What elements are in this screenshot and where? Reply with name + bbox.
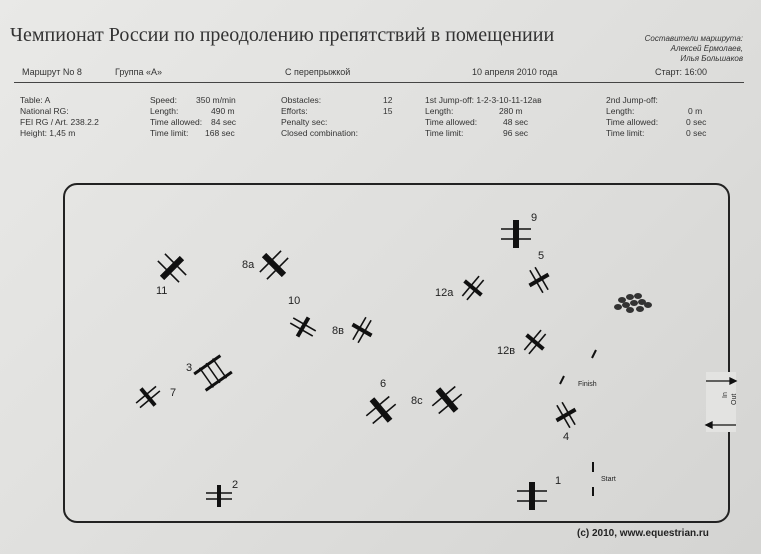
jump-off-1-tl-label: Time limit:	[425, 128, 464, 138]
label-6: 6	[380, 378, 387, 390]
spec-efforts-label: Efforts:	[281, 106, 308, 116]
jump-off-1-length-label: Length:	[425, 106, 454, 116]
label-2: 2	[232, 479, 239, 491]
obstacle-1	[516, 481, 548, 511]
obstacle-12b	[517, 324, 553, 360]
designers-label: Составители маршрута:	[644, 34, 743, 43]
obstacle-11	[150, 246, 194, 290]
label-11: 11	[156, 285, 168, 297]
obstacle-8b	[345, 312, 379, 348]
label-7: 7	[170, 387, 177, 399]
obstacle-5	[522, 262, 556, 298]
spec-time-limit: 168 sec	[205, 128, 235, 138]
spec-speed: 350 m/min	[196, 95, 236, 105]
spec-speed-label: Speed:	[150, 95, 177, 105]
jump-off-2-length: 0 m	[688, 106, 703, 116]
in-label: In	[722, 392, 729, 398]
spec-length-label: Length:	[150, 106, 179, 116]
jump-off-2-tl-label: Time limit:	[606, 128, 645, 138]
spec-obstacles-label: Obstacles:	[281, 95, 322, 105]
obstacle-10	[285, 310, 321, 344]
spec-fei: FEI RG / Art. 238.2.2	[20, 117, 99, 127]
obstacle-2	[205, 484, 233, 508]
spec-penalty-label: Penalty sec:	[281, 117, 328, 127]
jump-off-1-ta-label: Time allowed:	[425, 117, 478, 127]
obstacle-9	[500, 219, 532, 249]
group-label: Группа «А»	[115, 67, 163, 77]
spec-national: National RG:	[20, 106, 69, 116]
spec-table: Table: A	[20, 95, 51, 105]
spec-height: Height: 1,45 m	[20, 128, 76, 138]
spec-obstacles: 12	[383, 95, 393, 105]
finish-line	[559, 349, 597, 385]
jump-off-1-ta: 48 sec	[503, 117, 529, 127]
label-8c: 8c	[411, 395, 423, 407]
label-8b: 8в	[332, 325, 344, 337]
route-number: Маршрут No 8	[22, 67, 82, 77]
jump-off-1-label: 1st Jump-off: 1-2-3-10-11-12ав	[425, 95, 542, 105]
jump-off-2-ta-label: Time allowed:	[606, 117, 659, 127]
obstacle-8a	[252, 243, 296, 287]
label-12a: 12a	[435, 287, 454, 299]
label-9: 9	[531, 212, 538, 224]
spec-time-allowed: 84 sec	[211, 117, 237, 127]
finish-label: Finish	[578, 381, 597, 388]
flower-bed	[614, 293, 652, 313]
label-10: 10	[288, 295, 301, 307]
label-1: 1	[555, 475, 562, 487]
out-label: Out	[731, 393, 738, 405]
in-out-arrows	[704, 376, 738, 430]
obstacle-3	[191, 352, 235, 394]
spec-time-allowed-label: Time allowed:	[150, 117, 203, 127]
label-3: 3	[186, 362, 193, 374]
jump-off-2-tl: 0 sec	[686, 128, 707, 138]
start-time: Старт: 16:00	[655, 67, 707, 77]
label-8a: 8a	[242, 259, 255, 271]
jump-off-1-tl: 96 sec	[503, 128, 529, 138]
label-12b: 12в	[497, 345, 516, 357]
jump-off-2-length-label: Length:	[606, 106, 635, 116]
header-divider	[14, 82, 744, 83]
copyright: (c) 2010, www.equestrian.ru	[577, 528, 709, 539]
obstacle-7	[130, 379, 166, 415]
spec-length: 490 m	[211, 106, 235, 116]
competition-date: 10 апреля 2010 года	[472, 67, 558, 77]
label-4: 4	[563, 431, 570, 443]
obstacle-6	[359, 388, 403, 432]
start-label: Start	[601, 476, 616, 483]
designer-1: Алексей Ермолаев,	[670, 44, 743, 53]
spec-time-limit-label: Time limit:	[150, 128, 189, 138]
obstacle-12a	[455, 270, 491, 306]
spec-closed-label: Closed combination:	[281, 128, 359, 138]
jump-off-1-length: 280 m	[499, 106, 523, 116]
jump-off-2-label: 2nd Jump-off:	[606, 95, 658, 105]
spec-efforts: 15	[383, 106, 393, 116]
label-5: 5	[538, 250, 545, 262]
competition-type: С перепрыжкой	[285, 67, 351, 77]
obstacle-4	[549, 397, 583, 433]
obstacle-8c	[425, 378, 469, 422]
page-title: Чемпионат России по преодолению препятст…	[10, 24, 555, 46]
jump-off-2-ta: 0 sec	[686, 117, 707, 127]
arena-outline	[63, 183, 730, 523]
designer-2: Илья Большаков	[680, 54, 743, 63]
